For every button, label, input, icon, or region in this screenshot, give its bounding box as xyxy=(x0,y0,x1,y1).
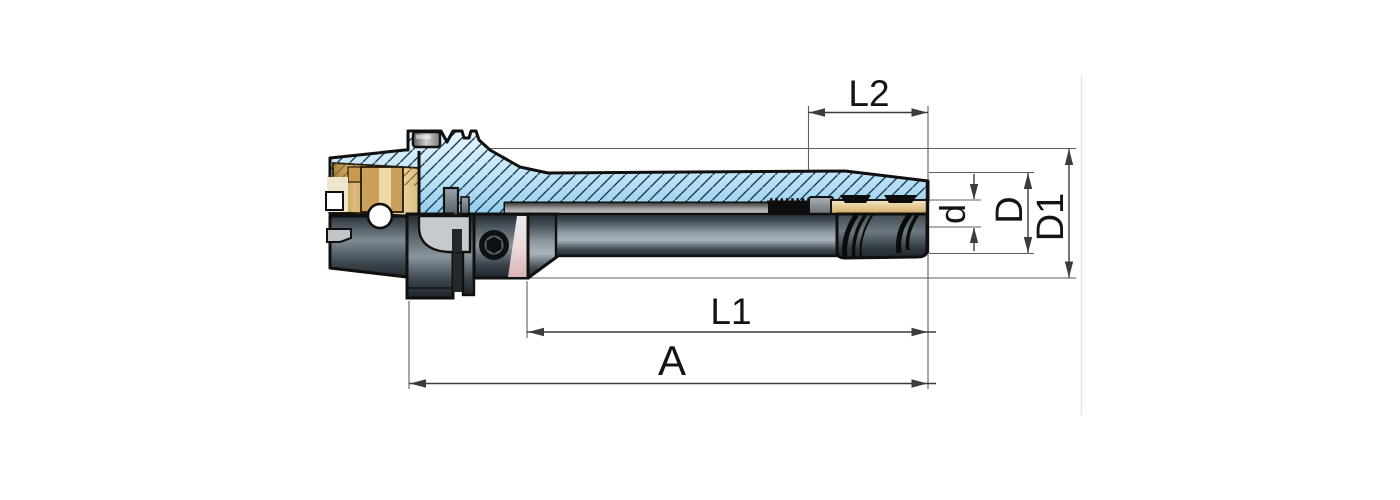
dimension-D: D xyxy=(989,173,1033,253)
dimension-d: d xyxy=(932,174,979,251)
dim-label-d: d xyxy=(932,204,973,224)
tool-holder-graphic xyxy=(325,129,930,300)
tool-bore-section xyxy=(505,203,768,214)
adjusting-screw xyxy=(808,196,834,215)
cap-highlight xyxy=(416,135,431,139)
thread-section xyxy=(768,198,810,214)
body-cylinder xyxy=(554,212,839,258)
hsk-shank-section xyxy=(328,129,930,216)
dimension-A: A xyxy=(409,337,936,388)
dim-label-D1: D1 xyxy=(1030,193,1072,242)
bore-insert-post xyxy=(442,186,460,217)
dimension-L2: L2 xyxy=(808,73,928,117)
dim-label-D: D xyxy=(989,196,1031,223)
collar-highlight xyxy=(508,216,528,277)
gold-bore-section xyxy=(325,162,420,217)
dimension-D1: D1 xyxy=(1030,149,1074,278)
dim-label-l2: L2 xyxy=(848,73,889,114)
flange-top-cap xyxy=(411,130,442,149)
body-cone xyxy=(526,212,560,280)
bore-insert-post-small xyxy=(460,196,470,216)
exterior-lower-half xyxy=(326,181,930,300)
dimension-L1: L1 xyxy=(527,291,936,337)
drive-slot-notch xyxy=(326,228,352,243)
collet-nut xyxy=(835,212,929,260)
drive-slot-dark xyxy=(452,229,462,252)
bore-mouth-opening xyxy=(325,191,344,211)
dim-label-a: A xyxy=(658,337,686,384)
spiral-flutes xyxy=(842,212,920,259)
drive-slot-hole xyxy=(366,202,394,230)
shank-exterior xyxy=(328,214,409,279)
dim-label-l1: L1 xyxy=(710,291,751,332)
collet-thread-marks xyxy=(840,195,917,203)
hex-set-screw xyxy=(479,230,509,260)
